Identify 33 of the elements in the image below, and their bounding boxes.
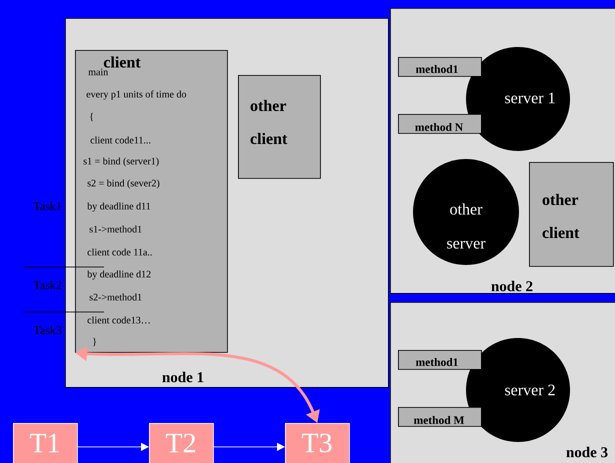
code-line: main: [88, 68, 108, 76]
code-line: s1 = bind (server1): [84, 157, 159, 167]
task-label: T3: [302, 434, 332, 452]
method-label: method N: [415, 122, 463, 132]
code-line: s2->method1: [90, 293, 142, 301]
code-line: s1->method1: [90, 225, 142, 232]
code-line: s2 = bind (sever2): [88, 179, 160, 189]
server-label: other server: [447, 203, 486, 249]
box-title: client: [104, 56, 141, 68]
code-line: client code13…: [88, 316, 150, 324]
task-label: T2: [166, 434, 195, 452]
node-label: node 2: [491, 280, 532, 292]
box-label: other client: [542, 194, 580, 238]
box-label: other client: [250, 100, 288, 144]
task-label: Task2: [34, 280, 62, 290]
server-label: server 1: [505, 92, 555, 104]
code-line: by deadline d12: [87, 270, 151, 280]
task-label: Task3: [34, 326, 62, 334]
arrow: [77, 442, 149, 451]
code-line: client code11...: [90, 136, 150, 144]
code-line: client code 11a..: [88, 248, 152, 256]
method-label: method1: [416, 358, 458, 366]
method-label: method1: [416, 64, 458, 74]
code-line: by deadline d11: [87, 202, 150, 212]
node-label: node 3: [566, 446, 608, 458]
code-line: {: [90, 112, 94, 122]
node-label: node 1: [162, 372, 204, 382]
task-label: Task1: [34, 202, 62, 210]
server-label: server 2: [505, 384, 555, 396]
code-line: every p1 units of time do: [86, 90, 186, 100]
task-label: T1: [30, 434, 59, 452]
method-label: method M: [414, 416, 464, 424]
code-line: }: [93, 338, 96, 346]
